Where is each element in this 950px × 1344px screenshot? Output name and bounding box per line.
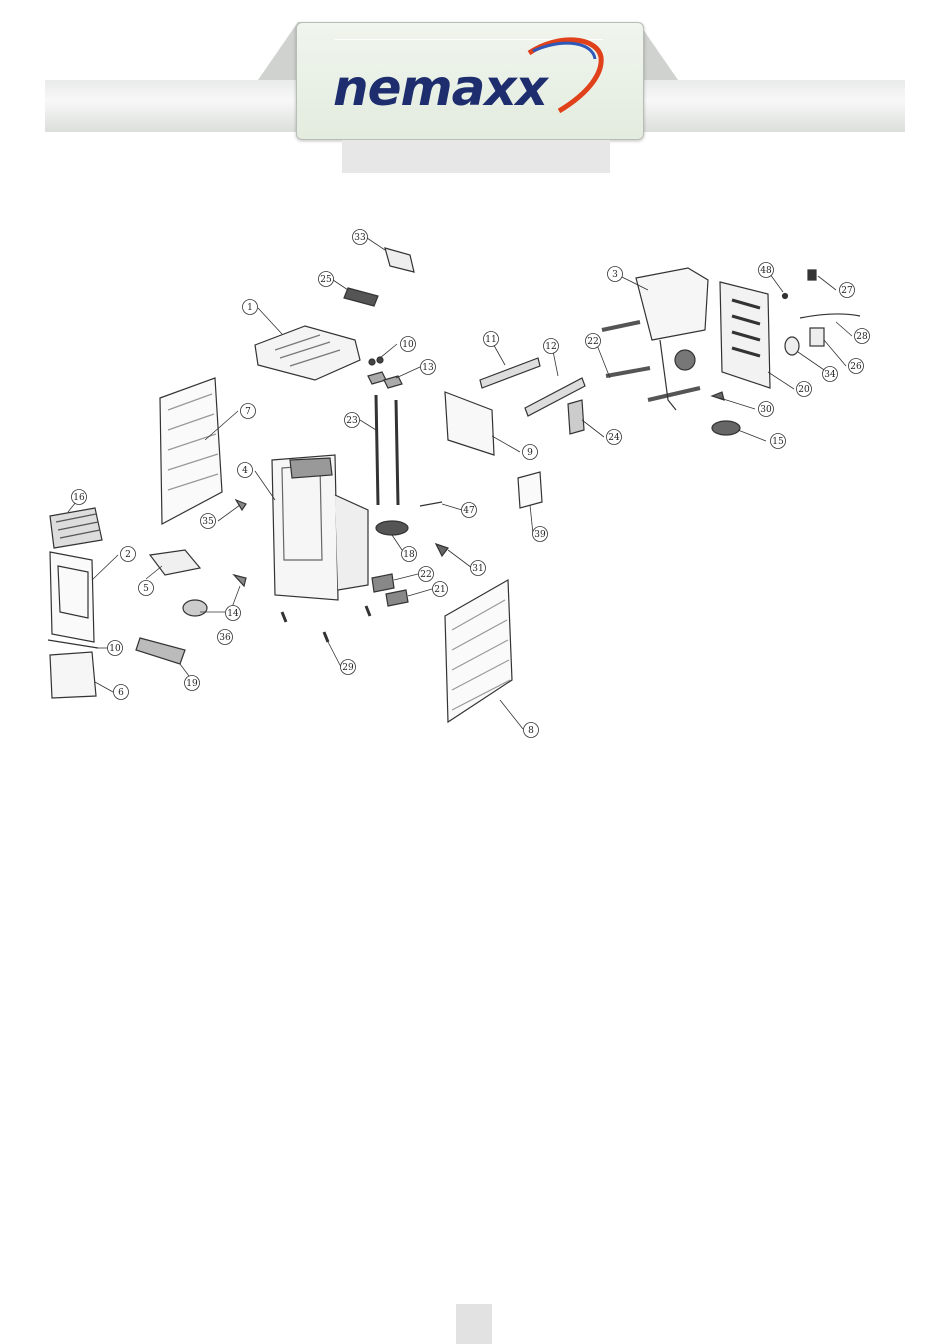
part-callout-3: 3: [608, 267, 623, 282]
part-callout-5: 5: [139, 581, 154, 596]
part-callout-19: 19: [185, 676, 200, 691]
part-callout-39: 39: [533, 527, 548, 542]
callout-number: 31: [472, 564, 483, 574]
brand-wordmark: nemaxx: [333, 63, 547, 113]
part-callout-48: 48: [759, 263, 774, 278]
part-callout-16: 16: [72, 490, 87, 505]
callout-number: 6: [118, 688, 124, 698]
part-callout-24: 24: [607, 430, 622, 445]
part-callout-21: 21: [433, 582, 448, 597]
page-header: nemaxx: [0, 0, 950, 180]
callout-number: 36: [219, 633, 231, 643]
callout-number: 30: [760, 405, 772, 415]
callout-number: 29: [342, 663, 354, 673]
part-callout-9: 9: [523, 445, 538, 460]
callout-number: 10: [402, 340, 414, 350]
callout-number: 2: [125, 550, 131, 560]
part-callout-2: 2: [121, 547, 136, 562]
part-callout-12: 12: [544, 339, 559, 354]
part-callout-30: 30: [759, 402, 774, 417]
part-callout-1: 1: [243, 300, 258, 315]
callout-number: 8: [528, 726, 534, 736]
part-callout-15: 15: [771, 434, 786, 449]
callout-number: 10: [109, 644, 121, 654]
part-callout-6: 6: [114, 685, 129, 700]
header-subband: [342, 140, 610, 173]
callout-number: 22: [420, 570, 431, 580]
callout-number: 11: [485, 335, 496, 345]
part-callout-10: 10: [108, 641, 123, 656]
part-callout-11: 11: [484, 332, 499, 347]
part-callout-36: 36: [218, 630, 233, 645]
brand-logo: nemaxx: [296, 22, 644, 140]
callout-number: 16: [73, 493, 85, 503]
callout-number: 15: [772, 437, 784, 447]
callout-number: 12: [545, 342, 556, 352]
page-number-tab: [456, 1304, 492, 1344]
callout-number: 20: [798, 385, 810, 395]
callout-number: 39: [534, 530, 546, 540]
part-callout-29: 29: [341, 660, 356, 675]
part-callout-33: 33: [353, 230, 368, 245]
callout-number: 4: [242, 466, 248, 476]
callout-number: 28: [856, 332, 868, 342]
part-callout-35: 35: [201, 514, 216, 529]
part-callout-47: 47: [462, 503, 477, 518]
part-callout-26: 26: [849, 359, 864, 374]
part-callout-7: 7: [241, 404, 256, 419]
callout-number: 34: [824, 370, 836, 380]
part-callout-31: 31: [471, 561, 486, 576]
callout-number: 22: [587, 337, 598, 347]
part-callout-14: 14: [226, 606, 241, 621]
callout-number: 33: [354, 233, 366, 243]
callout-number: 24: [608, 433, 620, 443]
exploded-parts-diagram: 3325110132311123224827282634203015249741…: [0, 185, 950, 750]
callout-number: 13: [422, 363, 434, 373]
callout-number: 25: [320, 275, 332, 285]
part-callout-4: 4: [238, 463, 253, 478]
callout-number: 47: [463, 506, 475, 516]
callout-number: 21: [434, 585, 445, 595]
callout-number: 35: [202, 517, 214, 527]
callout-number: 7: [245, 407, 251, 417]
part-callout-13: 13: [421, 360, 436, 375]
part-callout-18: 18: [402, 547, 417, 562]
part-callout-20: 20: [797, 382, 812, 397]
callout-number: 3: [612, 270, 618, 280]
callout-number: 18: [403, 550, 415, 560]
callout-number: 48: [760, 266, 772, 276]
part-callout-27: 27: [840, 283, 855, 298]
part-callout-28: 28: [855, 329, 870, 344]
callout-number: 26: [850, 362, 862, 372]
callout-number: 19: [186, 679, 198, 689]
callout-number: 27: [841, 286, 853, 296]
callout-number: 14: [227, 609, 239, 619]
part-callout-22: 22: [419, 567, 434, 582]
part-callout-25: 25: [319, 272, 334, 287]
callout-number: 9: [527, 448, 533, 458]
part-callout-8: 8: [524, 723, 539, 738]
callout-number: 23: [346, 416, 358, 426]
part-callout-22: 22: [586, 334, 601, 349]
part-callout-10: 10: [401, 337, 416, 352]
callout-number: 1: [247, 303, 253, 313]
part-callout-23: 23: [345, 413, 360, 428]
callout-number: 5: [143, 584, 149, 594]
part-callout-34: 34: [823, 367, 838, 382]
